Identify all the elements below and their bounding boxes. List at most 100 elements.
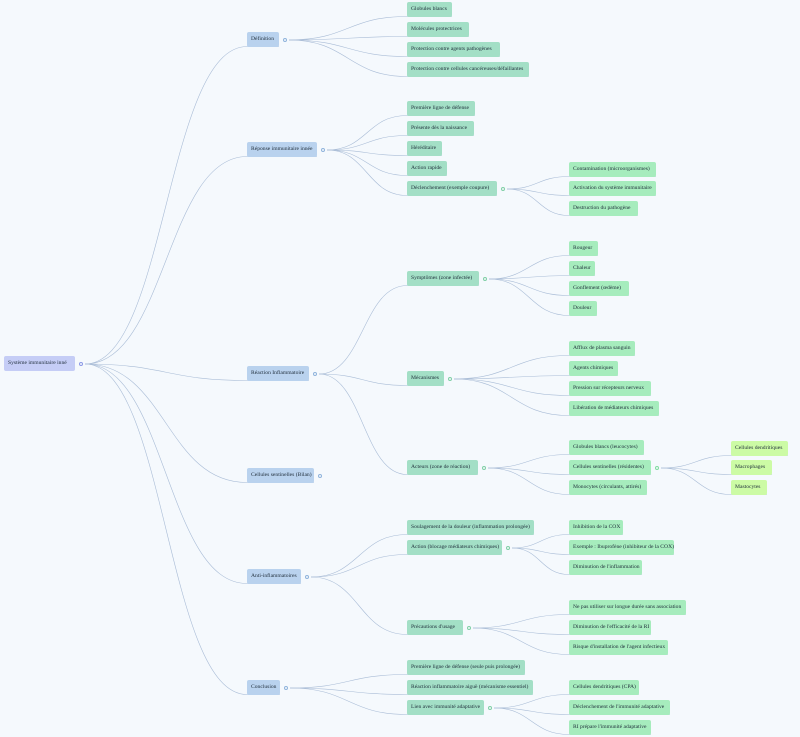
connector: [506, 188, 570, 196]
connector: [472, 627, 570, 655]
node-liberation-de-mediateurs-chimiques[interactable]: Libération de médiateurs chimiques: [569, 401, 659, 416]
connector: [84, 363, 248, 483]
node-protection-contre-agents-pathogenes[interactable]: Protection contre agents pathogènes: [407, 42, 500, 57]
node-pression-sur-recepteurs-nerveux[interactable]: Pression sur récepteurs nerveux: [569, 381, 651, 396]
node-cellules-sentinelles-bilan[interactable]: Cellules sentinelles (Bilan): [247, 468, 314, 483]
node-afflux-de-plasma-sanguin[interactable]: Afflux de plasma sanguin: [569, 341, 635, 356]
node-chaleur[interactable]: Chaleur: [569, 261, 595, 276]
node-rougeur[interactable]: Rougeur: [569, 241, 598, 256]
node-action-blocage-mediateurs-chimiques[interactable]: Action (blocage médiateurs chimiques): [407, 540, 502, 555]
expand-toggle-systeme-immunitaire-inne[interactable]: [79, 361, 83, 366]
connector: [472, 627, 570, 635]
connector: [326, 149, 408, 176]
connector: [487, 467, 570, 495]
node-destruction-du-pathogene[interactable]: Destruction du pathogène: [569, 201, 638, 216]
node-action-rapide[interactable]: Action rapide: [407, 161, 447, 176]
node-presente-des-la-naissance[interactable]: Présente dès la naissance: [407, 121, 474, 136]
node-anti-inflammatoires[interactable]: Anti-inflammatoires: [247, 569, 301, 584]
node-ne-pas-utiliser-sur-longue-duree-sans-as[interactable]: Ne pas utiliser sur longue durée sans as…: [569, 600, 686, 615]
node-systeme-immunitaire-inne[interactable]: Système immunitaire inné: [4, 356, 75, 371]
node-diminution-de-l-efficacite-de-la-ri[interactable]: Diminution de l'efficacité de la RI: [569, 620, 651, 635]
node-cellules-dendritiques-cpa[interactable]: Cellules dendritiques (CPA): [569, 680, 639, 695]
node-lien-avec-immunite-adaptative[interactable]: Lien avec immunité adaptative: [407, 700, 484, 715]
expand-toggle-precautions-d-usage[interactable]: [467, 625, 471, 630]
node-cellules-dendritiques[interactable]: Cellules dendritiques: [731, 441, 788, 456]
node-acteurs-zone-de-reaction[interactable]: Acteurs (zone de réaction): [407, 460, 478, 475]
connector: [487, 467, 570, 475]
node-gonflement-deme[interactable]: Gonflement (œdème): [569, 281, 629, 296]
node-conclusion[interactable]: Conclusion: [247, 680, 280, 695]
node-declenchement-exemple-coupure[interactable]: Déclenchement (exemple coupure): [407, 181, 497, 196]
node-cellules-sentinelles-residentes[interactable]: Cellules sentinelles (résidentes): [569, 460, 651, 475]
connector: [326, 149, 408, 156]
connector: [288, 36, 408, 41]
node-globules-blancs-leucocytes[interactable]: Globules blancs (leucocytes): [569, 440, 644, 455]
connector: [506, 176, 570, 190]
node-precautions-d-usage[interactable]: Précautions d'usage: [407, 620, 463, 635]
node-mecanismes[interactable]: Mécanismes: [407, 371, 444, 386]
expand-toggle-mecanismes[interactable]: [448, 376, 452, 381]
node-reaction-inflammatoire-aigue-mecanisme-e[interactable]: Réaction inflammatoire aiguë (mécanisme …: [407, 680, 533, 695]
connector: [493, 694, 570, 709]
node-reaction-inflammatoire[interactable]: Réaction Inflammatoire: [247, 366, 309, 381]
node-risque-d-installation-de-l-agent-infecti[interactable]: Risque d'installation de l'agent infecti…: [569, 640, 668, 655]
connector: [511, 534, 570, 549]
connector: [318, 373, 408, 386]
node-activation-du-systeme-immunitaire[interactable]: Activation du système immunitaire: [569, 181, 656, 196]
node-soulagement-de-la-douleur-inflammation-p[interactable]: Soulagement de la douleur (inflammation …: [407, 520, 534, 535]
node-protection-contre-cellules-cancereuses-d[interactable]: Protection contre cellules cancéreuses/d…: [407, 62, 529, 77]
expand-toggle-cellules-sentinelles-bilan[interactable]: [318, 473, 322, 478]
node-douleur[interactable]: Douleur: [569, 301, 597, 316]
connector: [660, 455, 732, 469]
node-ri-prepare-l-immunite-adaptative[interactable]: RI prépare l'immunité adaptative: [569, 720, 651, 735]
node-reponse-immunitaire-innee[interactable]: Réponse immunitaire innée: [247, 142, 317, 157]
node-premiere-ligne-de-defense[interactable]: Première ligne de défense: [407, 101, 475, 116]
expand-toggle-definition[interactable]: [283, 37, 287, 42]
node-diminution-de-l-inflammation[interactable]: Diminution de l'inflammation: [569, 560, 642, 575]
node-definition[interactable]: Définition: [247, 32, 279, 47]
node-premiere-ligne-de-defense-seule-puis-pro[interactable]: Première ligne de défense (seule puis pr…: [407, 660, 525, 675]
expand-toggle-lien-avec-immunite-adaptative[interactable]: [488, 705, 492, 710]
connector: [84, 46, 248, 365]
connector: [453, 378, 570, 396]
connector: [288, 16, 408, 41]
connector: [488, 278, 570, 316]
node-macrophages[interactable]: Macrophages: [731, 460, 772, 475]
node-symptomes-zone-infectee[interactable]: Symptômes (zone infectée): [407, 271, 479, 286]
connector: [310, 576, 408, 635]
expand-toggle-conclusion[interactable]: [284, 685, 288, 690]
connector: [493, 707, 570, 735]
expand-toggle-declenchement-exemple-coupure[interactable]: [501, 186, 505, 191]
expand-toggle-reaction-inflammatoire[interactable]: [313, 371, 317, 376]
connector: [511, 547, 570, 575]
node-mastocytes[interactable]: Mastocytes: [731, 480, 767, 495]
connector: [511, 547, 570, 555]
connector: [84, 156, 248, 365]
node-declenchement-de-l-immunite-adaptative[interactable]: Déclenchement de l'immunité adaptative: [569, 700, 670, 715]
node-molecules-protectrices[interactable]: Molécules protectrices: [407, 22, 469, 37]
node-contamination-microorganismes[interactable]: Contamination (microorganismes): [569, 162, 656, 177]
connector: [488, 278, 570, 296]
node-agents-chimiques[interactable]: Agents chimiques: [569, 361, 618, 376]
connector: [289, 687, 408, 715]
connector: [493, 707, 570, 715]
connector: [84, 363, 248, 381]
node-exemple-ibuprofene-inhibiteur-de-la-cox[interactable]: Exemple : Ibuprofène (inhibiteur de la C…: [569, 540, 674, 555]
node-hereditaire[interactable]: Héréditaire: [407, 141, 442, 156]
expand-toggle-cellules-sentinelles-residentes[interactable]: [655, 465, 659, 470]
node-globules-blancs[interactable]: Globules blancs: [407, 2, 452, 17]
expand-toggle-action-blocage-mediateurs-chimiques[interactable]: [506, 545, 510, 550]
connector: [453, 375, 570, 380]
node-monocytes-circulants-attires[interactable]: Monocytes (circulants, attirés): [569, 480, 647, 495]
expand-toggle-acteurs-zone-de-reaction[interactable]: [482, 465, 486, 470]
connector: [288, 39, 408, 77]
connector: [289, 687, 408, 695]
connector: [660, 467, 732, 475]
expand-toggle-symptomes-zone-infectee[interactable]: [483, 276, 487, 281]
expand-toggle-reponse-immunitaire-innee[interactable]: [321, 147, 325, 152]
connector: [326, 149, 408, 196]
connector: [472, 614, 570, 629]
node-inhibition-de-la-cox[interactable]: Inhibition de la COX: [569, 520, 623, 535]
expand-toggle-anti-inflammatoires[interactable]: [305, 574, 309, 579]
